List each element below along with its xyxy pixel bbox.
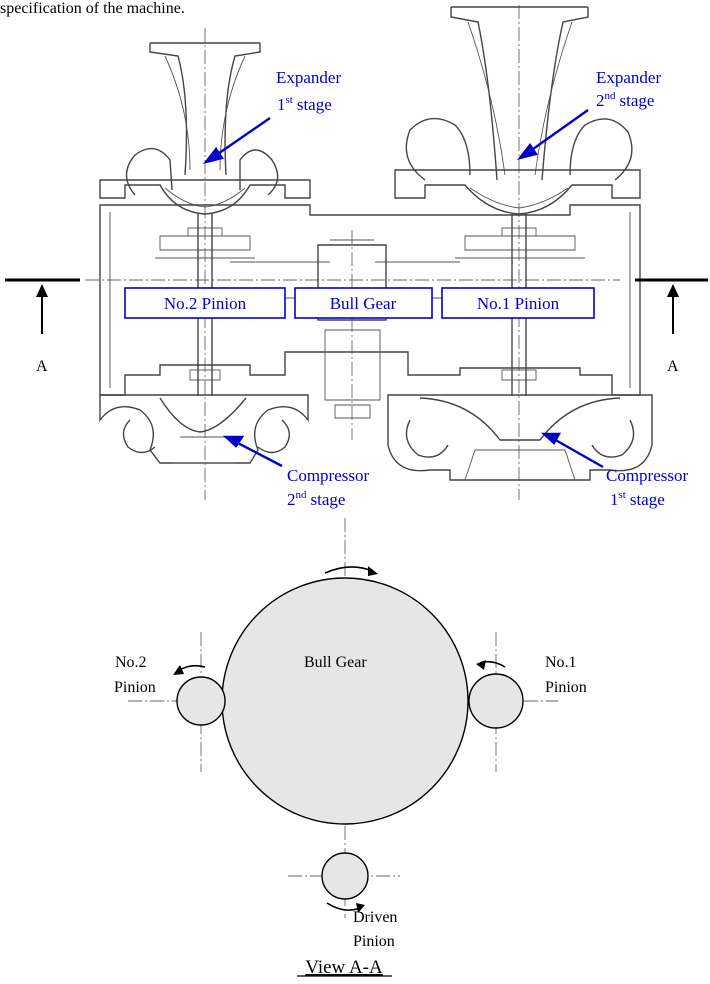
view-aa-title: View A-A [305,957,383,978]
section-marker-left-label: A [36,358,48,375]
driven-pinion-circle [321,852,369,900]
callout-arrows [202,109,604,469]
box-label-pinion-1-text: No.1 Pinion [477,294,560,313]
box-label-bull-gear-text: Bull Gear [330,294,397,313]
box-label-bull-gear: Bull Gear [294,287,433,319]
box-label-pinion-2-text: No.2 Pinion [164,294,247,313]
view-aa-diagram: Bull Gear No.2 Pinion No.1 Pinion Driven… [114,518,587,978]
pinion-2-circle [176,676,226,726]
section-marker-left: A [5,278,80,375]
section-marker-right-label: A [667,358,679,375]
label-compressor-2-line1: Compressor [287,466,370,485]
section-marker-right: A [635,278,708,375]
view-label-pinion-2-line1: No.2 [115,654,147,671]
label-expander-1-line1: Expander [276,68,341,87]
view-label-driven-line2: Pinion [353,933,395,950]
box-label-pinion-2: No.2 Pinion [124,287,286,319]
view-label-pinion-1-line1: No.1 [545,654,577,671]
view-label-bull-gear: Bull Gear [304,654,367,671]
view-label-driven-line1: Driven [353,909,397,926]
box-label-pinion-1: No.1 Pinion [441,287,595,319]
label-compressor-1-line1: Compressor [606,466,689,485]
machine-section-drawing [85,5,653,500]
view-label-pinion-2-line2: Pinion [114,679,156,696]
intro-fragment: specification of the machine. [0,0,185,17]
bull-gear-circle [221,577,469,825]
view-label-pinion-1-line2: Pinion [545,679,587,696]
pinion-1-circle [468,673,524,729]
rotation-arrowheads [173,566,486,913]
label-expander-2-line1: Expander [596,68,661,87]
